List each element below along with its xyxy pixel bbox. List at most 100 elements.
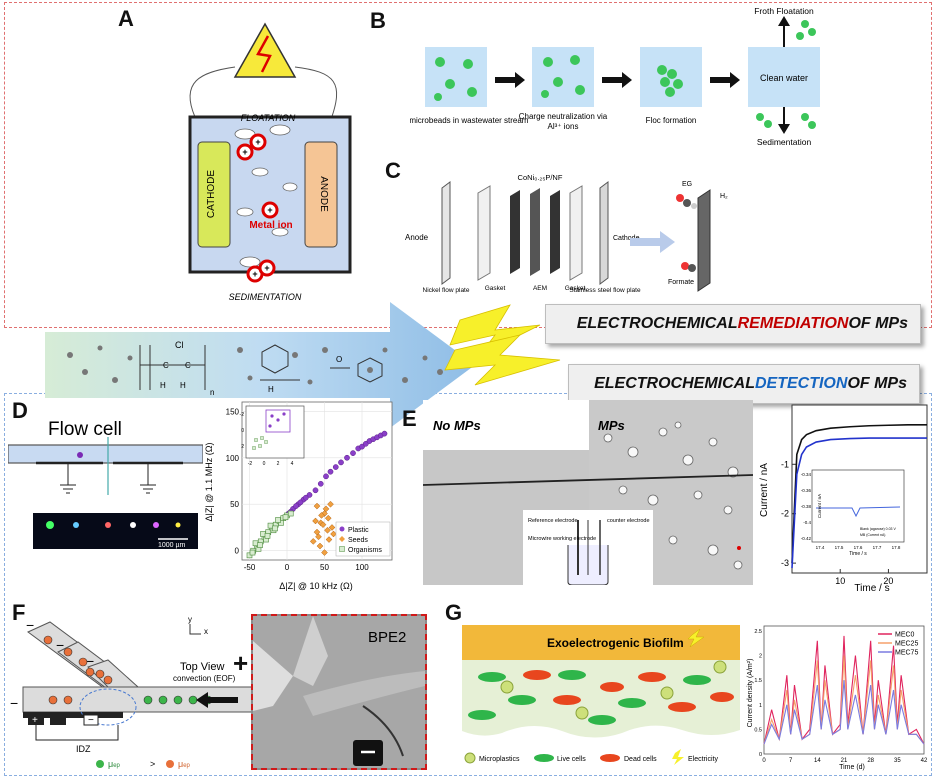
scale-label: 1000 µm: [158, 542, 186, 549]
point-plastic: [332, 464, 339, 470]
point-seeds: [325, 536, 333, 543]
o-label: O: [336, 355, 342, 364]
panel-b-coagulation: Clean water Froth Floatation Sedimentati…: [410, 6, 820, 147]
microbeads: [434, 57, 477, 101]
gasket-2: [569, 185, 583, 281]
detection-banner-post: OF MPs: [847, 375, 907, 392]
series-line-1: [791, 437, 927, 569]
catalyst-label: CoNi₀.₂₅P/NF: [518, 173, 563, 182]
inset-trace: [816, 506, 901, 518]
legend-label-mec0: MEC0: [895, 632, 915, 639]
neutralization-box: [532, 47, 594, 107]
minus-sign-3: −: [86, 653, 94, 669]
c-label-2: C: [185, 361, 191, 370]
inset-x-tick: 17.6: [854, 545, 863, 550]
remediation-banner: ELECTROCHEMICAL REMEDIATION OF MPs: [545, 304, 921, 344]
series-line-0: [791, 423, 927, 564]
inset-y-tick: -0.38: [801, 504, 812, 509]
ion-plus-2: +: [242, 147, 247, 157]
c-cathode-label: Cathode: [613, 235, 640, 242]
microwire: [423, 474, 753, 486]
point-seeds: [316, 542, 324, 550]
current-y-label: Current / nA: [759, 463, 770, 517]
convection-label: convection (EOF): [173, 674, 236, 683]
mu-green: μep: [108, 759, 121, 769]
inset-point-organism: [252, 446, 256, 450]
point-seeds: [319, 521, 327, 529]
panel-label-a: A: [118, 6, 134, 31]
point-organisms: [282, 514, 289, 521]
eg-label: EG: [682, 181, 692, 188]
no-mps-label: No MPs: [433, 418, 481, 433]
aem: [530, 188, 540, 276]
panel-g-biofilm: Exoelectrogenic Biofilm Microplastics Li…: [462, 625, 740, 765]
inset-x-label: Time / s: [849, 551, 867, 557]
clean-water-box: [748, 47, 820, 107]
froth-label: Froth Floatation: [754, 6, 814, 16]
inset-y-tick: -0.4: [803, 520, 811, 525]
axis-icon: [189, 624, 201, 635]
legend-label-mec75: MEC75: [895, 650, 918, 657]
inset-x-tick: -2: [248, 461, 253, 467]
eg-molecule: [676, 194, 697, 209]
floatation-label: FLOATATION: [241, 113, 296, 123]
point-plastic: [359, 443, 365, 450]
bpe-micrograph-drawing: BPE2: [253, 616, 425, 768]
arrow-up: [778, 16, 790, 26]
channel: [8, 444, 203, 464]
y-tick-label: 0.5: [754, 727, 762, 733]
gasket-1: [477, 185, 491, 281]
arrow-shape: [45, 302, 475, 428]
inset-point-organism: [258, 444, 262, 448]
steel-plate: [599, 181, 609, 285]
biofilm-label: Exoelectrogenic Biofilm: [547, 636, 684, 650]
froth-beads: [796, 20, 816, 40]
inset-x-tick: 17.4: [816, 545, 825, 550]
point-organisms: [249, 549, 256, 556]
arrow-3: [710, 72, 740, 88]
ion-plus-1: +: [255, 137, 260, 147]
micro-electrode-label: Microwire working electrode: [528, 536, 596, 542]
legend-marker: [339, 526, 345, 532]
no-mps-header: [423, 400, 589, 450]
y-tick-label: 50: [230, 500, 239, 509]
inset-x-tick: 2: [277, 461, 280, 467]
panel-label-g: G: [445, 600, 463, 625]
lightning-bolts: [444, 304, 561, 386]
bubbles: [234, 124, 298, 268]
flow-arrow-icon: [196, 692, 238, 708]
point-plastic: [306, 492, 313, 498]
point-plastic: [362, 440, 369, 447]
panel-label-c: C: [385, 158, 401, 183]
y-tick-label: 0: [759, 752, 762, 758]
axis-y-label: y: [188, 615, 192, 624]
density-y-label: Current density (A/m²): [747, 659, 754, 728]
gasket2-label: Gasket: [565, 285, 586, 292]
legend-label-mec25: MEC25: [895, 641, 918, 648]
chlorine-label: Cl: [175, 340, 184, 350]
h-label-3: H: [268, 385, 274, 394]
point-organisms: [264, 533, 271, 539]
x-tick-label: 20: [883, 576, 893, 586]
step3-label: Floc formation: [646, 116, 697, 125]
remediation-banner-pre: ELECTROCHEMICAL: [576, 315, 738, 332]
mps-label: MPs: [598, 418, 625, 433]
ground-icon-1: [60, 463, 76, 494]
detection-banner: ELECTROCHEMICAL DETECTION OF MPs: [568, 364, 920, 404]
bolt-icon-2: [444, 334, 561, 386]
wire-left: [189, 66, 236, 118]
panel-label-f: F: [12, 600, 26, 625]
x-tick-label: 42: [921, 758, 928, 764]
h2-label: H₂: [720, 193, 728, 200]
orange-particles: [43, 635, 113, 705]
electricity-icon: [687, 628, 705, 648]
point-seeds: [328, 524, 336, 531]
panel-label-e: E: [402, 406, 417, 431]
y-tick-label: 0: [235, 547, 240, 556]
point-seeds: [321, 549, 328, 556]
step2-label-b: Al³⁺ ions: [548, 122, 579, 131]
arrow-down: [778, 124, 790, 134]
cell-stack: [697, 189, 711, 292]
